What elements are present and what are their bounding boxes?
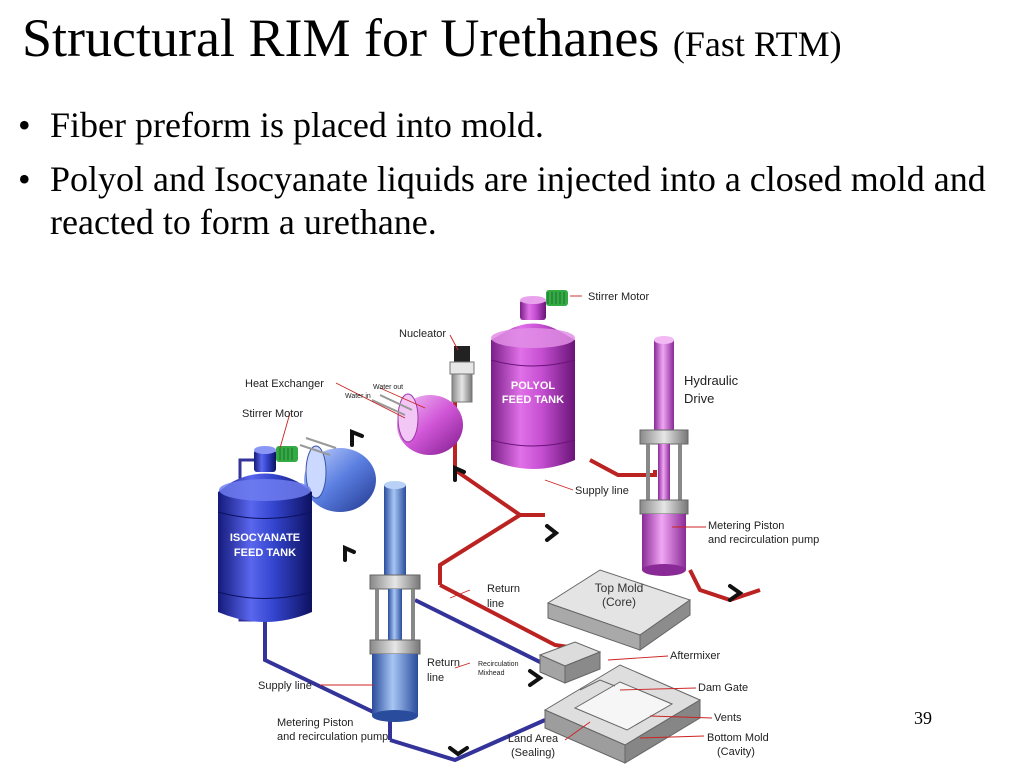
label-dam-gate: Dam Gate [698, 682, 748, 694]
label-return-line-lower-1: Return [427, 657, 460, 669]
label-water-out: Water out [373, 384, 403, 391]
label-nucleator: Nucleator [399, 328, 446, 340]
top-mold-label-1: Top Mold [595, 581, 644, 595]
pipe-network [238, 378, 761, 763]
label-mixhead: Mixhead [478, 670, 505, 677]
label-bottom-mold-1: Bottom Mold [707, 732, 769, 744]
bullet-item: Polyol and Isocyanate liquids are inject… [16, 158, 1006, 244]
label-return-line-upper-2: line [487, 598, 504, 610]
stirrer-motor-left [276, 446, 298, 462]
bullet-list: Fiber preform is placed into mold. Polyo… [16, 104, 1006, 255]
label-metering-piston-right-2: and recirculation pump [708, 534, 819, 546]
label-return-line-lower-2: line [427, 672, 444, 684]
stirrer-motor-top [546, 290, 568, 306]
label-stirrer-motor-top: Stirrer Motor [588, 291, 649, 303]
page-number: 39 [914, 708, 932, 728]
polyol-tank-label-2: FEED TANK [502, 394, 564, 406]
title-main: Structural RIM for Urethanes [22, 8, 660, 68]
label-supply-line-left: Supply line [258, 680, 312, 692]
flow-arrows [343, 429, 744, 757]
label-land-area-2: (Sealing) [511, 747, 555, 759]
recirculation-mixhead [538, 641, 602, 684]
label-return-line-upper-1: Return [487, 583, 520, 595]
bottom-mold [543, 664, 702, 764]
isocyanate-tank-label-1: ISOCYANATE [230, 532, 300, 544]
isocyanate-tank-label-2: FEED TANK [234, 547, 296, 559]
label-heat-exchanger: Heat Exchanger [245, 378, 324, 390]
isocyanate-feed-tank: ISOCYANATE FEED TANK [217, 446, 313, 622]
bullet-item: Fiber preform is placed into mold. [16, 104, 1006, 147]
title-suffix: (Fast RTM) [672, 24, 842, 64]
polyol-feed-tank: POLYOL FEED TANK [490, 296, 576, 469]
heat-exchanger-isocyanate [299, 437, 376, 512]
flow-arrow-icon [350, 429, 364, 447]
flow-arrow-icon [545, 524, 560, 542]
slide-title: Structural RIM for Urethanes (Fast RTM) [22, 8, 842, 74]
label-vents: Vents [714, 712, 742, 724]
label-water-in: Water in [345, 393, 371, 400]
top-mold-label-2: (Core) [602, 595, 636, 609]
label-recirculation: Recirculation [478, 661, 519, 668]
label-bottom-mold-2: (Cavity) [717, 746, 755, 758]
label-supply-line-right: Supply line [575, 485, 629, 497]
label-stirrer-motor-left: Stirrer Motor [242, 408, 303, 420]
label-metering-piston-left-2: and recirculation pump [277, 731, 388, 743]
flow-arrow-icon [448, 746, 469, 757]
label-metering-piston-left-1: Metering Piston [277, 717, 353, 729]
metering-piston-left [369, 481, 421, 722]
flow-arrow-icon [453, 464, 466, 482]
label-land-area-1: Land Area [508, 733, 559, 745]
flow-arrow-icon [343, 544, 356, 562]
label-metering-piston-right-1: Metering Piston [708, 520, 784, 532]
heat-exchanger-polyol [371, 393, 463, 455]
polyol-tank-label-1: POLYOL [511, 380, 555, 392]
label-aftermixer: Aftermixer [670, 650, 720, 662]
label-hydraulic-2: Drive [684, 391, 714, 406]
top-mold: Top Mold (Core) [546, 569, 692, 651]
leader-lines [279, 295, 713, 741]
label-hydraulic-1: Hydraulic [684, 373, 739, 388]
metering-piston-right [639, 336, 689, 576]
nucleator [449, 346, 475, 403]
flow-arrow-icon [728, 584, 744, 602]
flow-arrow-icon [528, 669, 544, 687]
